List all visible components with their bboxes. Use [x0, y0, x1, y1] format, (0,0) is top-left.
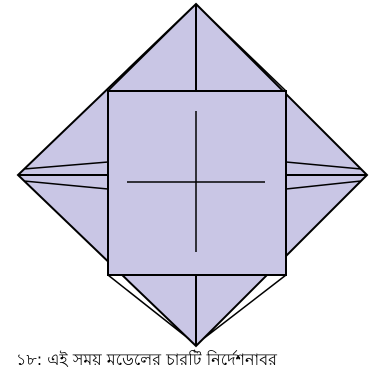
diagram-body	[18, 4, 367, 346]
center-square	[108, 91, 286, 275]
figure-caption: ১৮: এই সময় মডেলের চারটি নির্দেশনাবর	[16, 347, 383, 373]
